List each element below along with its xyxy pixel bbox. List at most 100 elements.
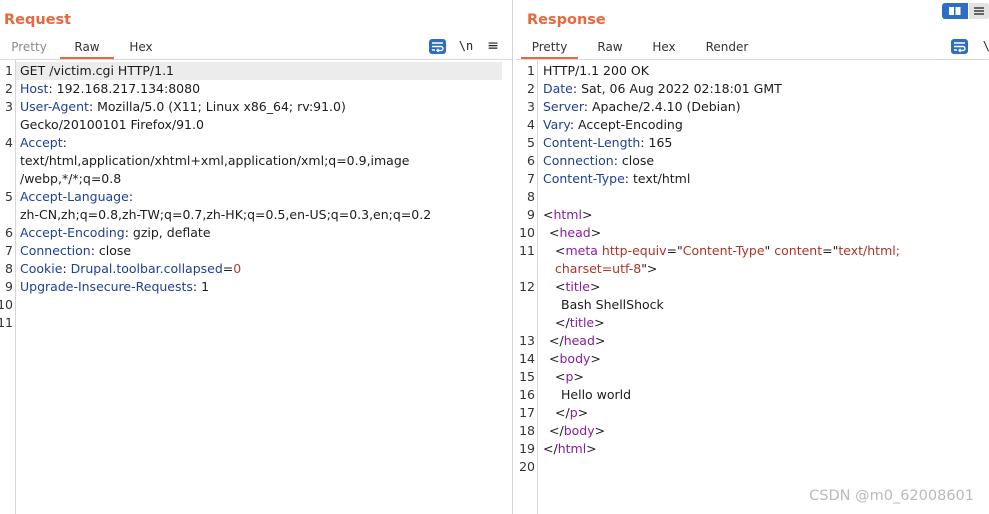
pane-splitter[interactable] <box>512 0 516 514</box>
response-newline-button[interactable]: \n <box>982 37 989 55</box>
code-token: < <box>549 351 560 366</box>
response-tab-hex[interactable]: Hex <box>652 40 676 54</box>
code-token: =" <box>822 243 839 258</box>
line-number: 18 <box>519 423 535 438</box>
code-token: Accept <box>20 135 63 150</box>
line-number: 10 <box>519 225 535 240</box>
line-number: 3 <box>5 99 13 114</box>
line-number: 15 <box>519 369 535 384</box>
code-token: 0 <box>233 261 242 276</box>
response-code-line: charset=utf-8"> <box>555 260 657 278</box>
stacked-view-icon[interactable] <box>969 3 989 19</box>
request-code-line: Gecko/20100101 Firefox/91.0 <box>20 116 204 134</box>
response-code-line: </body> <box>549 422 605 440</box>
line-number: 5 <box>5 189 13 204</box>
code-token: meta <box>565 243 598 258</box>
response-code-line: Content-Type: text/html <box>543 170 690 188</box>
code-token: User-Agent <box>20 99 89 114</box>
code-token: > <box>594 333 606 348</box>
request-code-line: Upgrade-Insecure-Requests: 1 <box>20 278 209 296</box>
request-wrap-button[interactable] <box>428 37 446 55</box>
line-number: 7 <box>527 171 535 186</box>
response-wrap-button[interactable] <box>950 37 968 55</box>
request-tab-raw[interactable]: Raw <box>60 37 114 59</box>
response-tab-raw[interactable]: Raw <box>597 40 623 54</box>
line-number: 2 <box>5 81 13 96</box>
request-code-line: Cookie: Drupal.toolbar.collapsed=0 <box>20 260 241 278</box>
response-tab-pretty[interactable]: Pretty <box>521 37 578 59</box>
code-token: Content-Length <box>543 135 641 150</box>
response-code-line: <body> <box>549 350 601 368</box>
code-token: =" <box>666 243 683 258</box>
request-tabs: Pretty Raw Hex <box>0 37 512 60</box>
code-token: > <box>581 207 593 222</box>
response-code-line: </p> <box>555 404 588 422</box>
code-token: </ <box>549 333 564 348</box>
code-token: body <box>563 423 595 438</box>
code-token: > <box>590 351 601 366</box>
response-title: Response <box>527 12 606 28</box>
code-token: /webp,*/*;q=0.8 <box>20 171 122 186</box>
word-wrap-icon <box>428 38 446 54</box>
code-token: > <box>586 441 597 456</box>
code-token: html <box>557 441 587 456</box>
code-token: zh-CN,zh;q=0.8,zh-TW;q=0.7,zh-HK;q=0.5,e… <box>20 207 432 222</box>
response-tab-render[interactable]: Render <box>705 40 749 54</box>
response-code-line: <p> <box>555 368 584 386</box>
response-code-line: Vary: Accept-Encoding <box>543 116 683 134</box>
code-token: Bash ShellShock <box>561 297 664 312</box>
line-number: 6 <box>527 153 535 168</box>
request-tab-pretty[interactable]: Pretty <box>11 40 47 54</box>
line-number: 4 <box>5 135 13 150</box>
split-view-icon[interactable] <box>942 3 968 19</box>
request-newline-button[interactable]: \n <box>458 39 474 53</box>
layout-toggle[interactable] <box>942 3 989 19</box>
line-number: 3 <box>527 99 535 114</box>
code-token: < <box>555 369 566 384</box>
code-token: Connection <box>20 243 91 258</box>
response-code-line: Connection: close <box>543 152 654 170</box>
response-pane: Response Pretty Raw Hex Render \n 123456… <box>516 0 989 514</box>
request-code-line: zh-CN,zh;q=0.8,zh-TW;q=0.7,zh-HK;q=0.5,e… <box>20 206 431 224</box>
code-token: Date <box>543 81 573 96</box>
code-token: : Accept-Encoding <box>569 117 683 132</box>
line-number: 4 <box>527 117 535 132</box>
request-code-line: User-Agent: Mozilla/5.0 (X11; Linux x86_… <box>20 98 346 116</box>
code-token: Content-Type <box>543 171 625 186</box>
line-number: 9 <box>527 207 535 222</box>
code-token: : close <box>613 153 655 168</box>
code-token: GET /victim.cgi HTTP/1.1 <box>20 63 175 78</box>
line-number: 17 <box>519 405 535 420</box>
line-number: 10 <box>0 297 13 312</box>
response-code-line: <head> <box>549 224 601 242</box>
code-token: = <box>222 261 234 276</box>
code-token: p <box>569 405 578 420</box>
code-token: : close <box>90 243 132 258</box>
code-token: charset=utf-8 <box>555 261 642 276</box>
line-number: 20 <box>519 459 535 474</box>
code-token: </ <box>543 441 558 456</box>
code-token: > <box>594 423 606 438</box>
code-token: p <box>565 369 574 384</box>
request-title: Request <box>4 12 72 28</box>
code-token: Server <box>543 99 584 114</box>
code-token: < <box>549 225 560 240</box>
request-menu-icon[interactable]: ≡ <box>487 38 499 54</box>
code-token: : gzip, deflate <box>124 225 211 240</box>
request-code-line: /webp,*/*;q=0.8 <box>20 170 121 188</box>
code-token: Cookie <box>20 261 63 276</box>
code-token: < <box>555 279 566 294</box>
request-code-line: GET /victim.cgi HTTP/1.1 <box>20 62 174 80</box>
code-token: : 165 <box>640 135 673 150</box>
code-token: </ <box>549 423 564 438</box>
request-tab-hex[interactable]: Hex <box>129 40 153 54</box>
response-code-line: Content-Length: 165 <box>543 134 672 152</box>
code-token: > <box>594 315 605 330</box>
code-token: : text/html <box>624 171 691 186</box>
code-token: "> <box>641 261 658 276</box>
code-token: Accept-Language <box>20 189 129 204</box>
response-code-line: <html> <box>543 206 592 224</box>
